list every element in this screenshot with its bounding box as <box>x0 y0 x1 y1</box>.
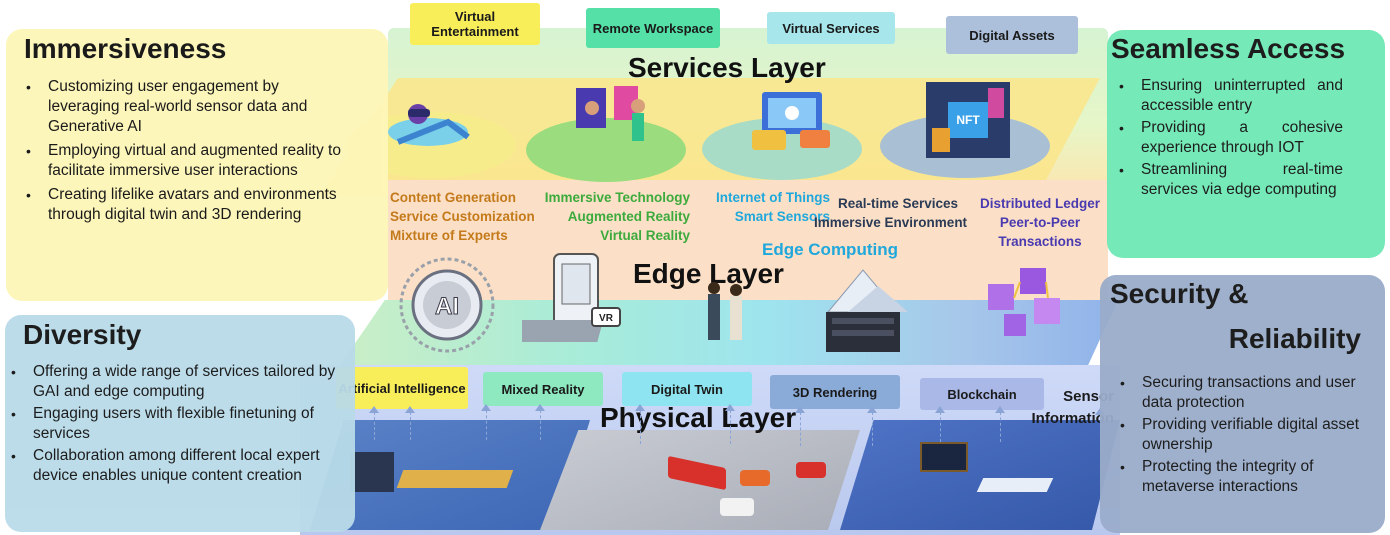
tech-column-immersive: Immersive Technology Augmented Reality V… <box>537 188 690 245</box>
list-item: Providing verifiable digital asset owner… <box>1108 415 1378 455</box>
car-icon <box>796 462 826 478</box>
nft-icon: NFT <box>926 82 1010 158</box>
list-item: Providing a cohesive experience through … <box>1107 118 1343 158</box>
immersiveness-list: Customizing user engagement by leveragin… <box>14 77 350 225</box>
security-title-line2: Reliability <box>1228 323 1361 354</box>
tech-edge-computing: Edge Computing <box>762 240 898 259</box>
tech-distributed-ledger: Distributed Ledger <box>979 196 1100 211</box>
list-item: Customizing user engagement by leveragin… <box>14 77 350 137</box>
data-flow-arrow <box>405 406 415 440</box>
data-flow-arrow <box>725 404 735 444</box>
immersiveness-panel: Immersiveness Customizing user engagemen… <box>6 29 388 301</box>
data-flow-arrow <box>995 406 1005 442</box>
diversity-title: Diversity <box>23 319 142 350</box>
physical-layer-title: Physical Layer <box>600 402 797 433</box>
physical-scene-hospital <box>840 420 1120 530</box>
vr-headset-icon: VR <box>522 253 621 342</box>
list-item: Creating lifelike avatars and environmen… <box>14 185 350 225</box>
security-reliability-panel: Security & Reliability Securing transact… <box>1100 275 1385 533</box>
digital-assets-tag: Digital Assets <box>946 16 1078 54</box>
tech-peer-to-peer: Peer-to-Peer <box>999 215 1081 230</box>
diversity-panel: Diversity Offering a wide range of servi… <box>5 315 355 532</box>
data-flow-arrow <box>795 406 805 446</box>
data-flow-arrow <box>867 406 877 446</box>
tech-mixture-of-experts: Mixture of Experts <box>390 228 508 243</box>
diversity-list: Offering a wide range of services tailor… <box>0 362 339 486</box>
van-icon <box>720 498 754 516</box>
blockchain-cubes-icon <box>988 268 1060 336</box>
screen-icon <box>920 442 968 472</box>
tech-smart-sensors: Smart Sensors <box>734 209 830 224</box>
immersiveness-title: Immersiveness <box>24 33 227 64</box>
tech-content-generation: Content Generation <box>390 190 517 205</box>
list-item: Protecting the integrity of metaverse in… <box>1108 457 1378 497</box>
list-item: Streamlining real-time services via edge… <box>1107 160 1343 200</box>
vr-label: VR <box>599 313 614 324</box>
security-title-line1: Security & <box>1110 278 1249 309</box>
vr-gamer-icon <box>388 104 470 146</box>
services-layer-title: Services Layer <box>628 52 826 83</box>
security-list: Securing transactions and user data prot… <box>1108 373 1378 497</box>
artificial-intelligence-tag: Artificial Intelligence <box>336 367 468 409</box>
seamless-access-title: Seamless Access <box>1111 33 1346 64</box>
virtual-entertainment-tag: Virtual Entertainment <box>410 3 540 45</box>
tech-column-generation: Content Generation Service Customization… <box>390 188 535 245</box>
tech-real-time-services: Real-time Services <box>838 196 959 211</box>
tech-column-iot: Internet of Things Smart Sensors <box>706 188 830 226</box>
3d-rendering-tag: 3D Rendering <box>770 375 900 409</box>
ai-chip-icon: AI <box>399 257 495 353</box>
building-icon <box>350 452 394 492</box>
data-flow-arrow <box>369 406 379 440</box>
remote-workspace-tag: Remote Workspace <box>586 8 720 48</box>
tech-internet-of-things: Internet of Things <box>716 190 830 205</box>
tech-immersive-environment: Immersive Environment <box>814 215 968 230</box>
list-item: Offering a wide range of services tailor… <box>0 362 339 402</box>
data-flow-arrow <box>635 404 645 444</box>
service-platform-ellipse <box>526 118 686 182</box>
list-item: Ensuring uninterrupted and accessible en… <box>1107 76 1343 116</box>
seamless-access-panel: Seamless Access Ensuring uninterrupted a… <box>1107 30 1385 258</box>
tech-column-ledger: Distributed Ledger Peer-to-Peer Transact… <box>975 194 1105 251</box>
remote-workers-icon <box>576 86 645 141</box>
ai-label: AI <box>435 293 459 320</box>
seamless-access-list: Ensuring uninterrupted and accessible en… <box>1107 76 1343 200</box>
tech-augmented-reality: Augmented Reality <box>567 209 690 224</box>
mixed-reality-tag: Mixed Reality <box>483 372 603 406</box>
data-flow-arrow <box>935 406 945 442</box>
list-item: Employing virtual and augmented reality … <box>14 141 350 181</box>
tech-virtual-reality: Virtual Reality <box>600 228 690 243</box>
data-flow-arrow <box>481 404 491 440</box>
car-icon <box>740 470 770 486</box>
list-item: Securing transactions and user data prot… <box>1108 373 1378 413</box>
tech-service-customization: Service Customization <box>390 209 535 224</box>
blockchain-tag: Blockchain <box>920 378 1044 410</box>
desk-icon <box>396 470 514 488</box>
tech-column-realtime: Real-time Services Immersive Environment <box>814 194 967 232</box>
bed-icon <box>976 478 1054 492</box>
nft-label: NFT <box>956 113 980 127</box>
list-item: Engaging users with flexible finetuning … <box>0 404 339 444</box>
list-item: Collaboration among different local expe… <box>0 446 339 486</box>
tech-immersive-technology: Immersive Technology <box>544 190 690 205</box>
tech-transactions: Transactions <box>998 234 1082 249</box>
data-flow-arrow <box>535 404 545 440</box>
edge-layer-title: Edge Layer <box>633 258 784 289</box>
virtual-services-tag: Virtual Services <box>767 12 895 44</box>
people-icon <box>708 282 742 340</box>
online-services-icon <box>752 92 830 150</box>
server-mountain-icon <box>826 269 908 352</box>
digital-twin-tag: Digital Twin <box>622 372 752 406</box>
